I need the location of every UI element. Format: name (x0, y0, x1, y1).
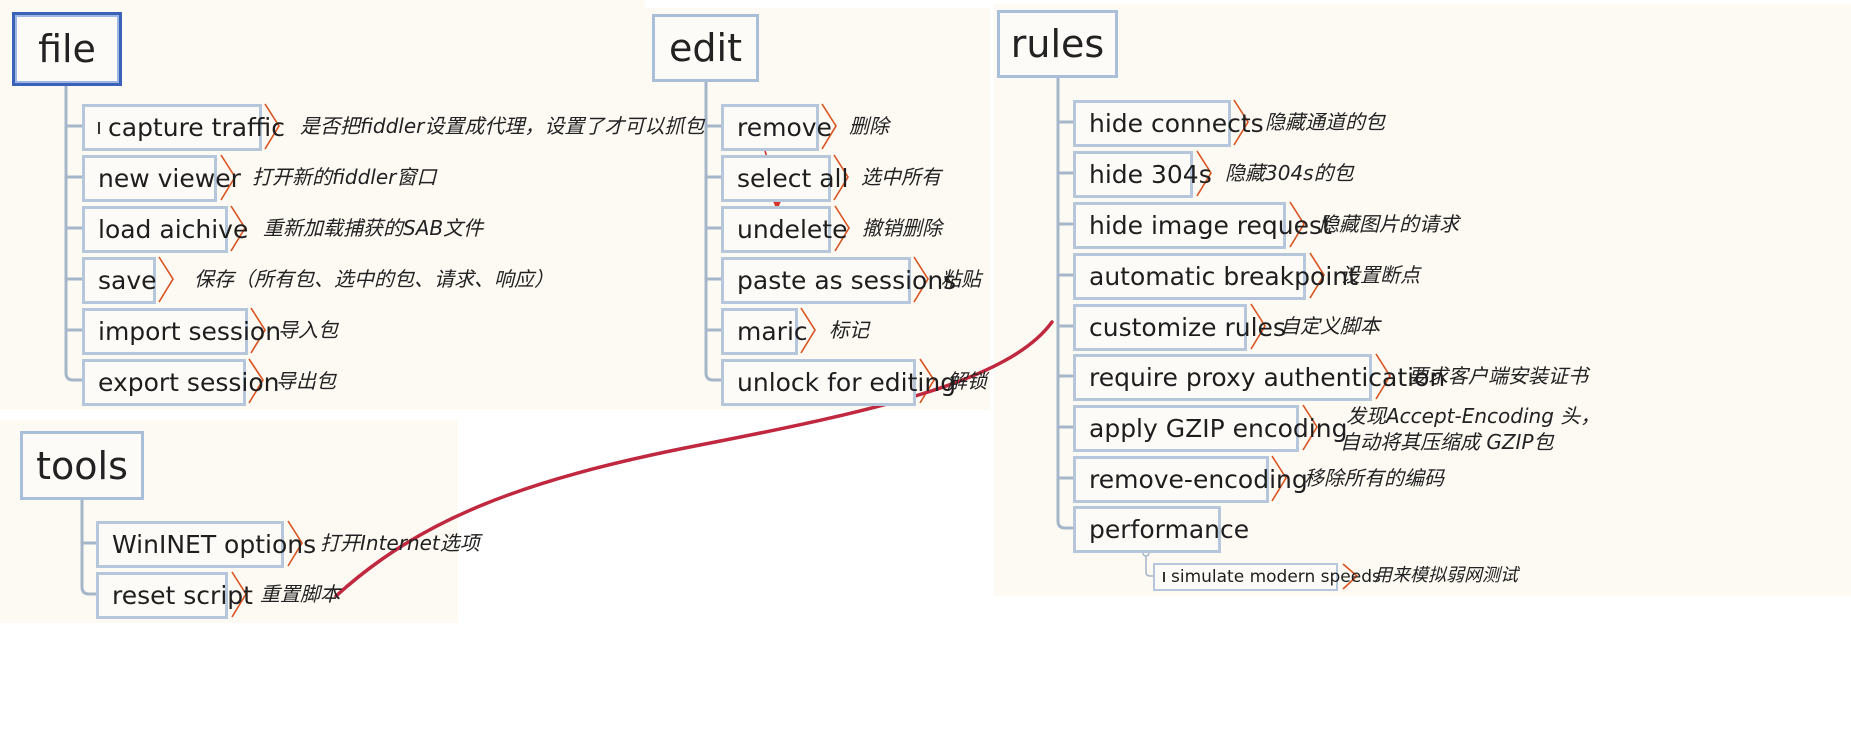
tools-node-reset-script[interactable]: reset script (96, 572, 253, 619)
edit-node-unlock-for-editing[interactable]: unlock for editing (721, 359, 956, 406)
edit-note-paste-as-sessions: 粘贴 (941, 267, 981, 291)
tools-note-wininet-options: 打开Internet选项 (320, 531, 480, 555)
tools-node-wininet-options[interactable]: WinINET options (96, 521, 316, 568)
rules-note-remove-encoding: 移除所有的编码 (1304, 466, 1444, 490)
edit-note-maric: 标记 (829, 318, 869, 342)
file-note-export-session: 导出包 (276, 369, 336, 393)
rules-node-hide-connects[interactable]: hide connects (1073, 100, 1264, 147)
rules-note-automatic-breakpoint: 设置断点 (1340, 263, 1420, 287)
checkbox-icon (98, 121, 100, 134)
file-node-new-viewer[interactable]: new viewer (82, 155, 241, 202)
rules-node-performance[interactable]: performance (1073, 506, 1249, 553)
file-node-capture-traffic[interactable]: capture traffic (82, 104, 285, 151)
tools-note-reset-script: 重置脚本 (260, 582, 340, 606)
rules-node-apply-gzip-encoding[interactable]: apply GZIP encoding (1073, 405, 1347, 452)
edit-note-undelete: 撤销删除 (862, 216, 942, 240)
rules-node-automatic-breakpoint[interactable]: automatic breakpoint (1073, 253, 1358, 300)
rules-note-require-proxy-authentication: 要求客户端安装证书 (1408, 364, 1588, 388)
edit-note-remove: 删除 (849, 114, 889, 138)
rules-note-hide-304s: 隐藏304s的包 (1225, 161, 1354, 185)
file-node-save[interactable]: save (82, 257, 157, 304)
edit-node-select-all[interactable]: select all (721, 155, 848, 202)
rules-node-remove-encoding[interactable]: remove-encoding (1073, 456, 1308, 503)
rules-note-customize-rules: 自定义脚本 (1280, 314, 1380, 338)
edit-node-maric[interactable]: maric (721, 308, 808, 355)
rules-note-hide-connects: 隐藏通道的包 (1265, 110, 1385, 134)
file-note-save: 保存（所有包、选中的包、请求、响应） (194, 267, 554, 291)
edit-node-undelete[interactable]: undelete (721, 206, 847, 253)
rules-node-simulate-modern-speeds[interactable]: simulate modern speeds (1153, 563, 1381, 591)
rules-note-apply-gzip-line1: 发现Accept-Encoding 头， (1346, 404, 1601, 428)
rules-note-simulate-modern-speeds: 用来模拟弱网测试 (1374, 565, 1518, 586)
edit-note-select-all: 选中所有 (861, 165, 941, 189)
file-note-load-aichive: 重新加载捕获的SAB文件 (263, 216, 484, 240)
edit-note-unlock-for-editing: 解锁 (947, 369, 987, 393)
file-note-capture-traffic: 是否把fiddler设置成代理，设置了才可以抓包 (300, 114, 705, 138)
file-node-import-session[interactable]: import session (82, 308, 281, 355)
file-note-new-viewer: 打开新的fiddler窗口 (252, 165, 437, 189)
file-node-load-aichive[interactable]: load aichive (82, 206, 248, 253)
edit-node-remove[interactable]: remove (721, 104, 832, 151)
tools-root-node[interactable]: tools (20, 431, 144, 500)
rules-node-hide-304s[interactable]: hide 304s (1073, 151, 1212, 198)
rules-note-apply-gzip-line2: 自动将其压缩成 GZIP包 (1340, 430, 1554, 454)
rules-note-hide-image-request: 隐藏图片的请求 (1319, 212, 1459, 236)
rules-node-customize-rules[interactable]: customize rules (1073, 304, 1286, 351)
rules-root-node[interactable]: rules (997, 10, 1118, 78)
node-label: simulate modern speeds (1171, 567, 1381, 587)
rules-node-hide-image-request[interactable]: hide image request (1073, 202, 1332, 249)
file-note-import-session: 导入包 (278, 318, 338, 342)
rules-note-apply-gzip-encoding: 发现Accept-Encoding 头， 自动将其压缩成 GZIP包 (1340, 403, 1600, 455)
file-root-node[interactable]: file (12, 12, 122, 86)
node-label: capture traffic (108, 113, 285, 142)
edit-root-node[interactable]: edit (652, 14, 759, 82)
edit-node-paste-as-sessions[interactable]: paste as sessions (721, 257, 956, 304)
checkbox-icon (1163, 572, 1165, 582)
file-node-export-session[interactable]: export session (82, 359, 279, 406)
rules-node-require-proxy-authentication[interactable]: require proxy authentication (1073, 354, 1445, 401)
